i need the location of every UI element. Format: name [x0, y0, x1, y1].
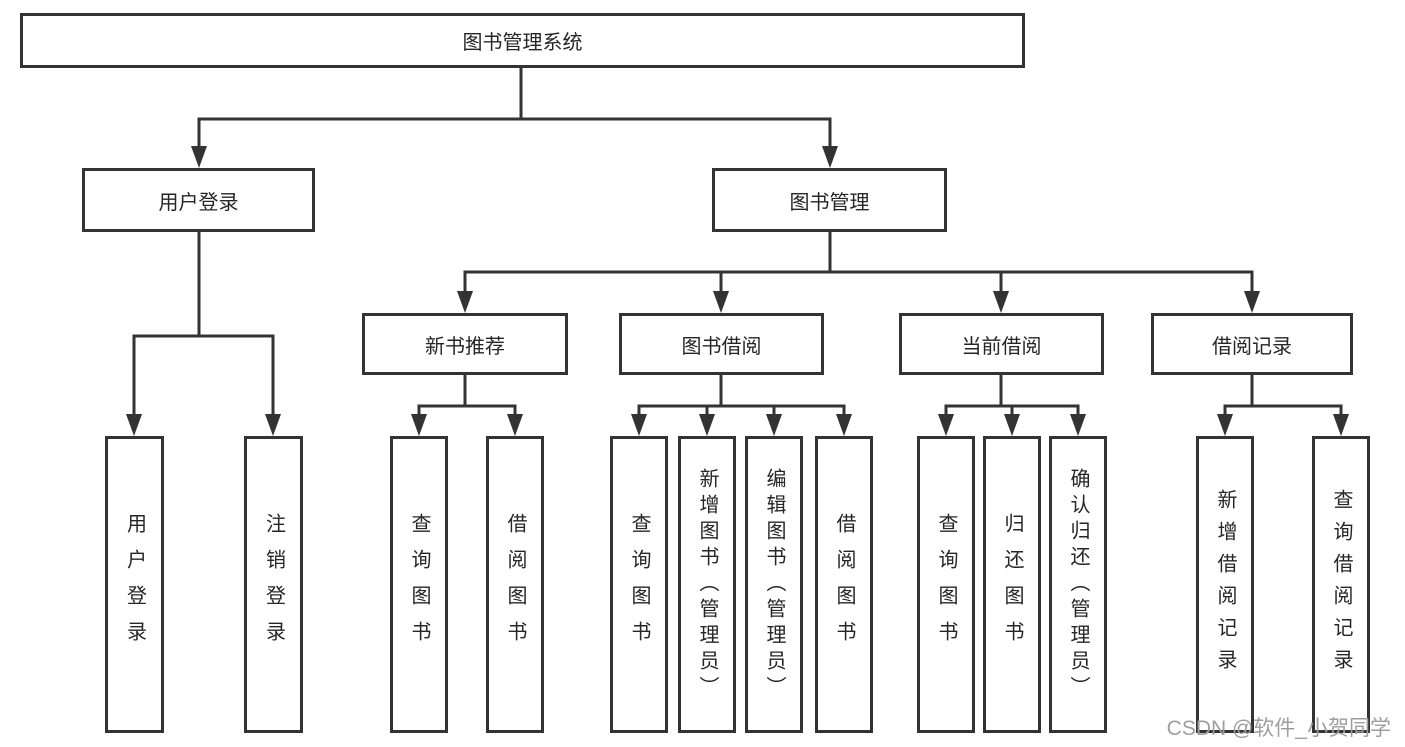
node-borrow-records-label: 借阅记录	[1212, 335, 1292, 358]
leaf-query-books-borrow: 查询图书	[610, 436, 668, 733]
leaf-query-borrow-record: 查询借阅记录	[1312, 436, 1370, 733]
leaf-user-login: 用户登录	[105, 436, 164, 733]
leaf-query-books-recommend: 查询图书	[390, 436, 448, 733]
csdn-watermark: CSDN @软件_小贺同学	[1166, 717, 1391, 740]
leaf-logout-login-label: 注销登录	[262, 512, 285, 657]
node-book-management-label: 图书管理	[789, 191, 870, 214]
leaf-add-borrow-record: 新增借阅记录	[1196, 436, 1254, 733]
node-user-login-label: 用户登录	[158, 191, 239, 214]
leaf-borrow-books-recommend-label: 借阅图书	[504, 512, 526, 657]
node-current-borrow: 当前借阅	[899, 313, 1104, 375]
leaf-add-books-admin: 新增图书（管理员）	[678, 436, 736, 733]
node-new-book-recommend-label: 新书推荐	[425, 335, 505, 358]
leaf-borrow-books-label: 借阅图书	[833, 512, 855, 657]
leaf-user-login-label: 用户登录	[123, 512, 146, 657]
node-library-system: 图书管理系统	[20, 13, 1025, 68]
node-library-system-label: 图书管理系统	[462, 32, 583, 54]
node-new-book-recommend: 新书推荐	[362, 313, 568, 375]
leaf-logout-login: 注销登录	[244, 436, 303, 733]
node-book-borrow-label: 图书借阅	[681, 335, 762, 358]
leaf-query-borrow-record-label: 查询借阅记录	[1330, 488, 1352, 681]
node-book-management: 图书管理	[712, 168, 947, 232]
leaf-query-books-recommend-label: 查询图书	[408, 512, 430, 657]
leaf-add-borrow-record-label: 新增借阅记录	[1214, 488, 1236, 681]
leaf-return-books-label: 归还图书	[1001, 512, 1023, 657]
node-borrow-records: 借阅记录	[1151, 313, 1353, 375]
arrowhead-icons	[126, 146, 1349, 436]
leaf-query-books-borrow-label: 查询图书	[628, 512, 650, 657]
leaf-query-books-current-label: 查询图书	[935, 512, 957, 657]
node-current-borrow-label: 当前借阅	[961, 335, 1042, 358]
leaf-query-books-current: 查询图书	[917, 436, 975, 733]
leaf-borrow-books-recommend: 借阅图书	[486, 436, 544, 733]
node-user-login: 用户登录	[82, 168, 315, 232]
node-book-borrow: 图书借阅	[619, 313, 824, 375]
leaf-return-books: 归还图书	[983, 436, 1041, 733]
leaf-edit-books-admin: 编辑图书（管理员）	[745, 436, 803, 733]
leaf-confirm-return-admin-label: 确认归还（管理员）	[1067, 467, 1089, 702]
leaf-edit-books-admin-label: 编辑图书（管理员）	[763, 467, 785, 702]
leaf-confirm-return-admin: 确认归还（管理员）	[1049, 436, 1107, 733]
leaf-borrow-books: 借阅图书	[815, 436, 873, 733]
leaf-add-books-admin-label: 新增图书（管理员）	[696, 467, 718, 702]
